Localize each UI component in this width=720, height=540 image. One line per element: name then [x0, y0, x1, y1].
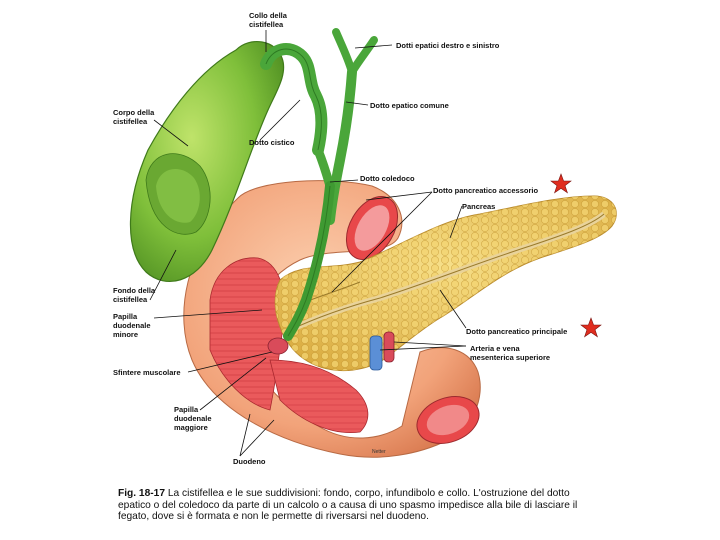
- artist-credit: Netter: [372, 449, 386, 455]
- mesenteric-vessels: [369, 331, 395, 371]
- pancreas: [274, 195, 617, 372]
- star-icon: [550, 173, 572, 194]
- label-dotto-cistico: Dotto cistico: [249, 138, 295, 147]
- label-dotto-coledoco: Dotto coledoco: [360, 174, 415, 183]
- duodenum: [183, 180, 481, 458]
- label-dotto-pancreatico-principale: Dotto pancreatico principale: [466, 327, 568, 336]
- label-dotto-epatico-comune: Dotto epatico comune: [370, 101, 449, 110]
- label-pancreas: Pancreas: [462, 202, 496, 211]
- leader-lines: [149, 30, 467, 457]
- bile-ducts: [267, 28, 378, 355]
- label-duodeno: Duodeno: [233, 457, 266, 466]
- label-dotti-epatici: Dotti epatici destro e sinistro: [396, 41, 500, 50]
- figure-caption-text: La cistifellea e le sue suddivisioni: fo…: [118, 488, 578, 522]
- label-dotto-pancreatico-accessorio: Dotto pancreatico accessorio: [433, 186, 539, 195]
- figure-caption: Fig. 18-17 La cistifellea e le sue suddi…: [118, 488, 598, 523]
- figure-number: Fig. 18-17: [118, 488, 165, 499]
- star-icon: [580, 317, 602, 338]
- gallbladder: [129, 41, 328, 282]
- label-sfintere-muscolare: Sfintere muscolare: [113, 368, 181, 377]
